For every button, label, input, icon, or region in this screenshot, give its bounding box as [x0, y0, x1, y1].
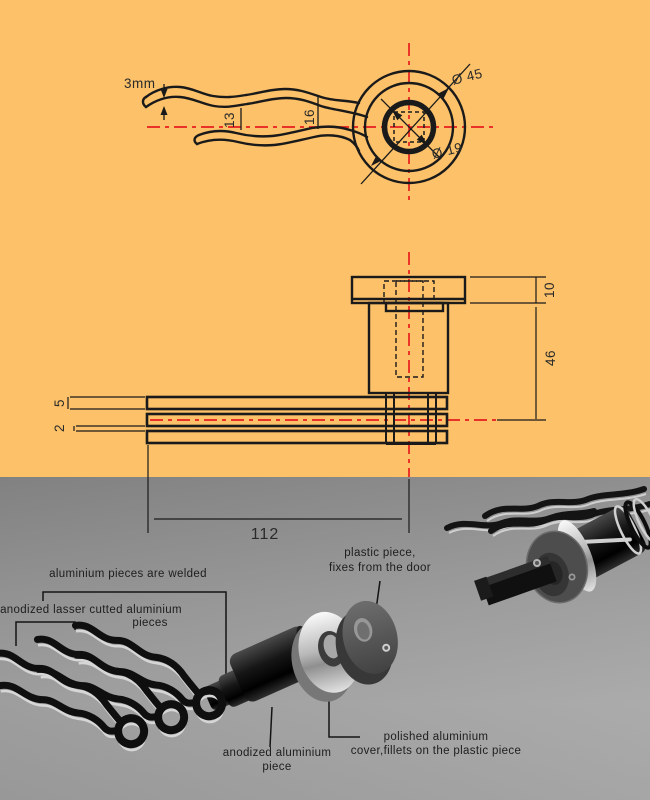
assembled-screws [533, 559, 576, 581]
dimension-16-label: 16 [302, 108, 317, 126]
top-view-drawing [141, 43, 493, 200]
dimension-13-label: 13 [222, 111, 237, 129]
assembled-render [444, 486, 650, 606]
assembled-blade-ring-stack [581, 497, 650, 555]
dimension-112-label: 112 [250, 526, 280, 543]
exploded-render [0, 600, 398, 755]
top-view-dimension-arrows [160, 88, 449, 166]
square-spindle-hidden-outline [393, 111, 425, 143]
annotation-welded: aluminium pieces are welded [49, 568, 207, 580]
dimension-5-label: 5 [52, 399, 67, 408]
dimension-10-label: 10 [542, 281, 557, 299]
side-view-outline [350, 275, 467, 395]
dimension-46-label: 46 [543, 349, 558, 367]
assembled-square-spindle [474, 555, 557, 606]
assembled-blades [444, 486, 650, 537]
side-view-hidden-lines [383, 280, 435, 378]
annotation-plastic-line2: fixes from the door [329, 562, 431, 574]
plastic-fixing-piece [335, 600, 398, 685]
annotation-plastic-line1: plastic piece, [344, 547, 416, 559]
annotation-lasercut-line1: anodized lasser cutted aluminium [0, 604, 182, 616]
annotation-anodized-line1: anodized aluminium [222, 747, 332, 759]
centerlines-top-view [147, 43, 493, 200]
exploded-blade-stack [0, 619, 232, 755]
handle-plan-outline [141, 69, 467, 185]
side-view-dimension-lines [67, 276, 546, 533]
side-view-blade-bars [145, 395, 449, 445]
side-view-drawing [67, 252, 546, 533]
thickness-dimension-label: 3mm [124, 76, 156, 91]
dimension-2-label: 2 [52, 424, 67, 433]
annotation-polished-line1: polished aluminium [383, 731, 489, 743]
annotation-polished-line2: cover,fillets on the plastic piece [350, 745, 522, 757]
centerlines-side-view [150, 252, 497, 477]
annotation-anodized-line2: piece [262, 761, 292, 773]
spindle-hole-ring [381, 99, 437, 155]
side-view-neck-lines [385, 393, 437, 445]
annotation-lasercut-line2: pieces [132, 617, 168, 629]
